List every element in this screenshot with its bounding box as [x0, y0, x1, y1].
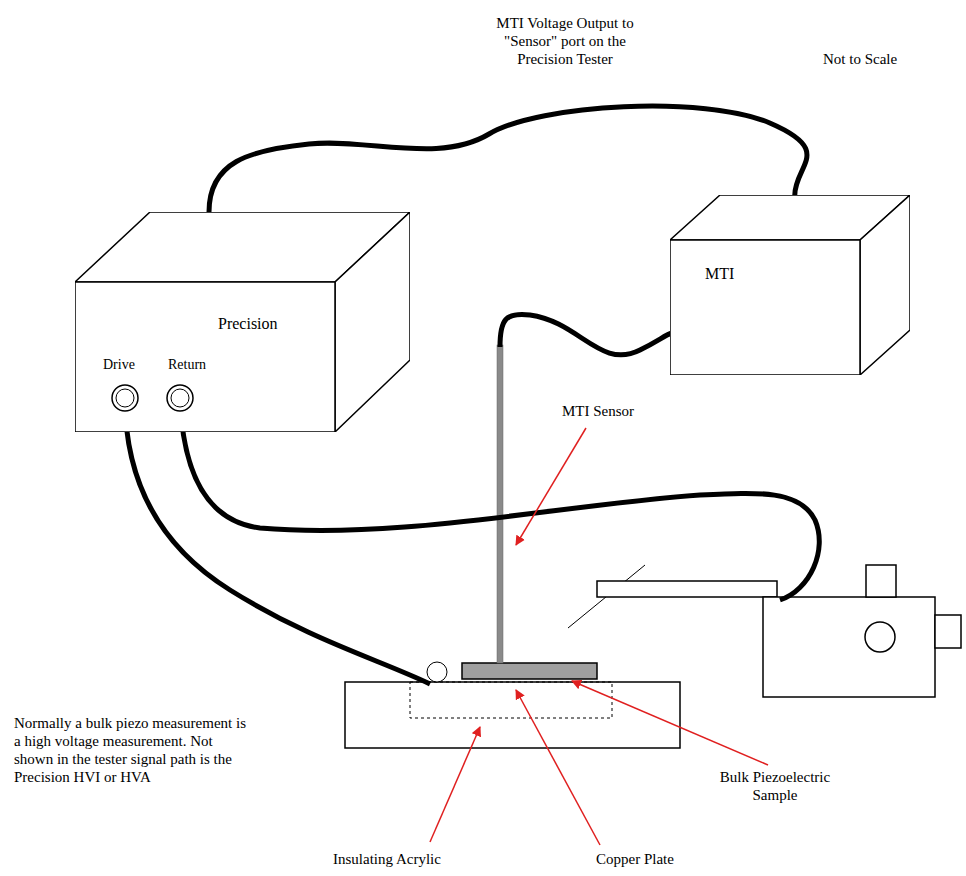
- stage-knob-top: [866, 565, 896, 597]
- mti-sensor-rod: [497, 345, 503, 663]
- stage-arm: [597, 581, 777, 597]
- port-label: Return: [168, 357, 206, 374]
- mti-sensor-cable: [500, 314, 672, 354]
- callout-label: Insulating Acrylic: [333, 850, 441, 868]
- stage-dial: [865, 622, 895, 652]
- leader-arrow: [430, 727, 480, 842]
- callout-label: Copper Plate: [596, 850, 674, 868]
- leader-arrow: [516, 428, 586, 545]
- leader-arrow: [572, 681, 768, 765]
- callout-label: Bulk Piezoelectric Sample: [705, 768, 845, 804]
- stage-body: [763, 597, 935, 697]
- acrylic-block: [345, 682, 680, 748]
- leader-arrow: [516, 690, 600, 845]
- port-label: Drive: [103, 357, 135, 374]
- terminal-screw: [427, 662, 447, 682]
- mti-instrument: MTI: [670, 195, 910, 375]
- box-title: Precision: [218, 315, 278, 333]
- scale-note: Not to Scale: [823, 50, 897, 68]
- copper-plate: [410, 682, 612, 718]
- note-text: Normally a bulk piezo measurement is a h…: [14, 714, 254, 786]
- box-outline: [670, 195, 910, 375]
- drive-cable: [125, 398, 430, 684]
- stage-knob-side: [935, 615, 961, 648]
- piezo-sample: [462, 663, 597, 679]
- precision-tester: Precision: [75, 212, 410, 432]
- signal-cable: [209, 106, 807, 212]
- cable-note: MTI Voltage Output to "Sensor" port on t…: [475, 14, 655, 68]
- box-title: MTI: [705, 265, 734, 283]
- callout-label: MTI Sensor: [562, 402, 634, 420]
